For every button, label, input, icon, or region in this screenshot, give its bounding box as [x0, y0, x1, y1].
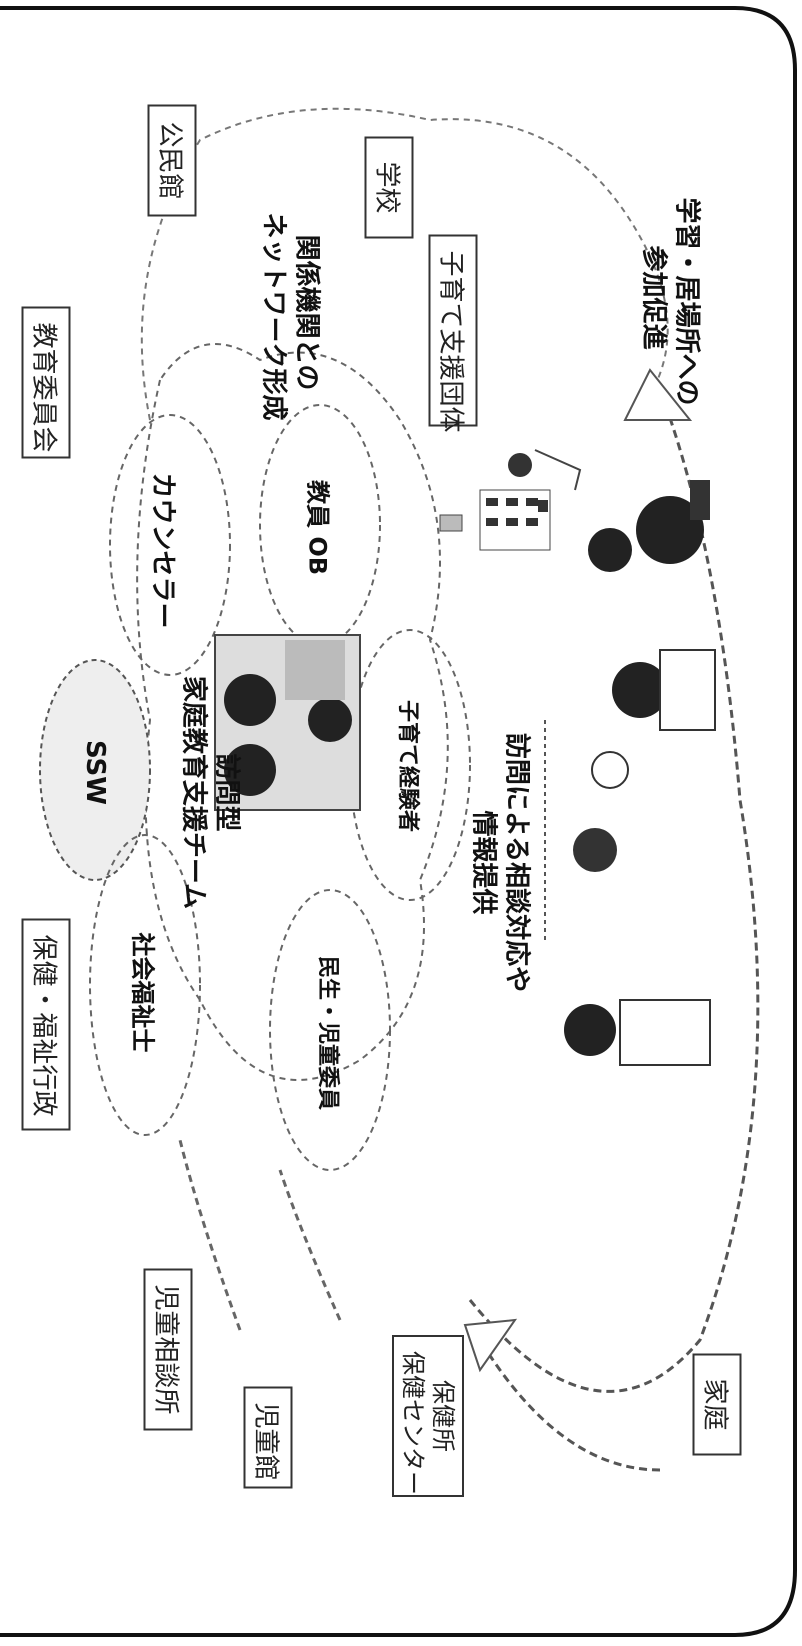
parenting-bubble	[349, 629, 471, 901]
building-illustration	[439, 489, 551, 551]
label-team: 訪問型 家庭教育支援チーム	[179, 675, 242, 910]
outer-border	[0, 6, 797, 1637]
box-community-center: 公民館	[147, 104, 197, 217]
box-health-welfare: 保健・福祉行政	[21, 918, 71, 1131]
teacher-figure	[508, 449, 582, 491]
flow-arrow-left	[478, 1339, 661, 1472]
label-social-worker: 社会福祉士	[128, 932, 157, 1053]
arrow-child-guidance	[178, 1139, 242, 1331]
team-cloud	[136, 343, 449, 1081]
label-network: 関係機関との ネットワーク形成	[259, 212, 322, 421]
box-family: 家庭	[692, 1353, 742, 1456]
label-ssw: SSW	[80, 740, 110, 805]
box-education-board: 教育委員会	[21, 306, 71, 459]
family-illustration	[564, 480, 716, 1066]
counselor-bubble	[109, 414, 231, 676]
arrowhead-left	[463, 1318, 518, 1373]
network-arc	[140, 107, 669, 421]
label-parenting-exp: 子育て経験者	[395, 699, 420, 832]
label-teacher-ob: 教員 OB	[303, 479, 332, 576]
label-participation: 学習・居場所への 参加促進	[639, 197, 702, 406]
flow-arrow-right	[468, 389, 760, 1393]
box-health-center: 保健所 保健センター	[392, 1335, 464, 1497]
arrowhead-top	[623, 368, 693, 421]
box-child-guidance: 児童相談所	[143, 1268, 193, 1431]
team-illustration	[214, 634, 361, 811]
label-commissioner: 民生・児童委員	[315, 956, 340, 1111]
box-childrens-hall: 児童館	[243, 1386, 293, 1489]
social-worker-bubble	[89, 834, 201, 1136]
label-visit-info: 訪問による相談対応や 情報提供	[469, 732, 532, 993]
arrow-childrens-hall	[278, 1169, 342, 1321]
label-counselor: カウンセラー	[147, 472, 178, 629]
ssw-bubble	[39, 659, 151, 881]
box-school: 学校	[364, 136, 414, 239]
commissioner-bubble	[269, 889, 391, 1171]
box-childrearing-groups: 子育て支援団体	[428, 234, 478, 433]
